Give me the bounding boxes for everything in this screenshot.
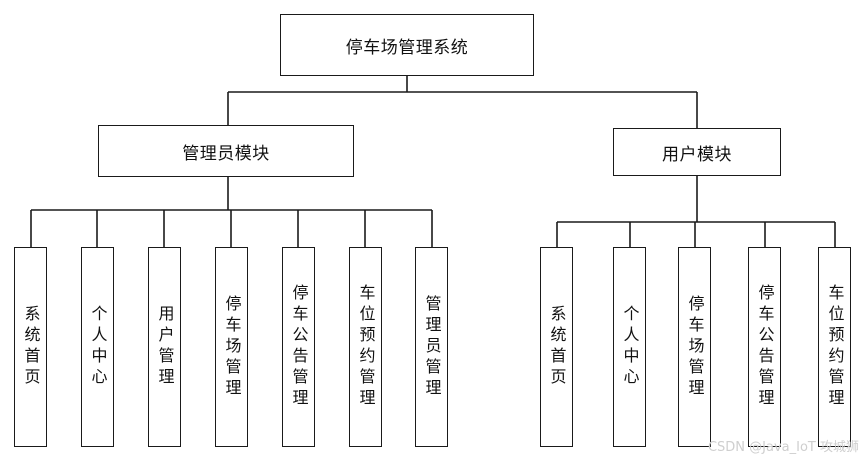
- root-node: 停车场管理系统: [280, 14, 534, 76]
- user-module-label: 用户模块: [662, 144, 732, 165]
- leaf-label: 车位预约管理: [825, 284, 845, 410]
- leaf-label: 用户管理: [155, 305, 175, 389]
- admin-leaf-user-mgmt: 用户管理: [148, 247, 181, 447]
- admin-leaf-reservation-mgmt: 车位预约管理: [349, 247, 382, 447]
- leaf-label: 个人中心: [88, 305, 108, 389]
- leaf-label: 系统首页: [21, 305, 41, 389]
- watermark: CSDN @Java_IoT 攻城狮: [707, 440, 859, 455]
- leaf-label: 车位预约管理: [356, 284, 376, 410]
- admin-module-node: 管理员模块: [98, 125, 354, 177]
- user-leaf-reservation-mgmt: 车位预约管理: [818, 247, 851, 447]
- user-module-node: 用户模块: [613, 128, 781, 176]
- leaf-label: 管理员管理: [422, 294, 442, 400]
- leaf-label: 停车场管理: [685, 294, 705, 400]
- admin-leaf-notice-mgmt: 停车公告管理: [282, 247, 315, 447]
- admin-leaf-home: 系统首页: [14, 247, 47, 447]
- leaf-label: 停车场管理: [222, 294, 242, 400]
- user-leaf-profile: 个人中心: [613, 247, 646, 447]
- admin-leaf-admin-mgmt: 管理员管理: [415, 247, 448, 447]
- user-leaf-home: 系统首页: [540, 247, 573, 447]
- leaf-label: 停车公告管理: [289, 284, 309, 410]
- admin-module-label: 管理员模块: [182, 143, 270, 164]
- admin-leaf-profile: 个人中心: [81, 247, 114, 447]
- leaf-label: 系统首页: [547, 305, 567, 389]
- admin-leaf-parking-lot-mgmt: 停车场管理: [215, 247, 248, 447]
- user-leaf-parking-lot-mgmt: 停车场管理: [678, 247, 711, 447]
- user-leaf-notice-mgmt: 停车公告管理: [748, 247, 781, 447]
- root-label: 停车场管理系统: [345, 37, 469, 58]
- leaf-label: 个人中心: [620, 305, 640, 389]
- leaf-label: 停车公告管理: [755, 284, 775, 410]
